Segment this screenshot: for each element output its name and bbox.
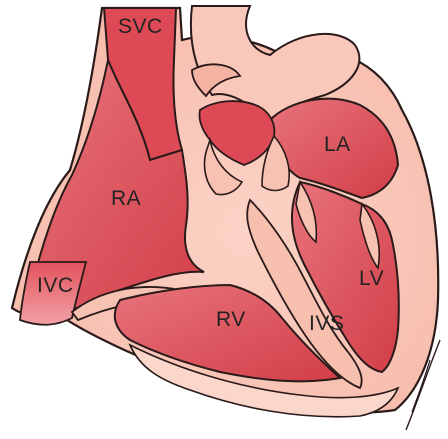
label-ivc: IVC bbox=[37, 275, 74, 296]
label-rv: RV bbox=[216, 309, 246, 330]
label-ivs: IVS bbox=[309, 313, 344, 334]
label-lv: LV bbox=[359, 268, 384, 289]
label-svc: SVC bbox=[118, 16, 163, 37]
label-ra: RA bbox=[111, 188, 141, 209]
label-la: LA bbox=[324, 134, 351, 155]
